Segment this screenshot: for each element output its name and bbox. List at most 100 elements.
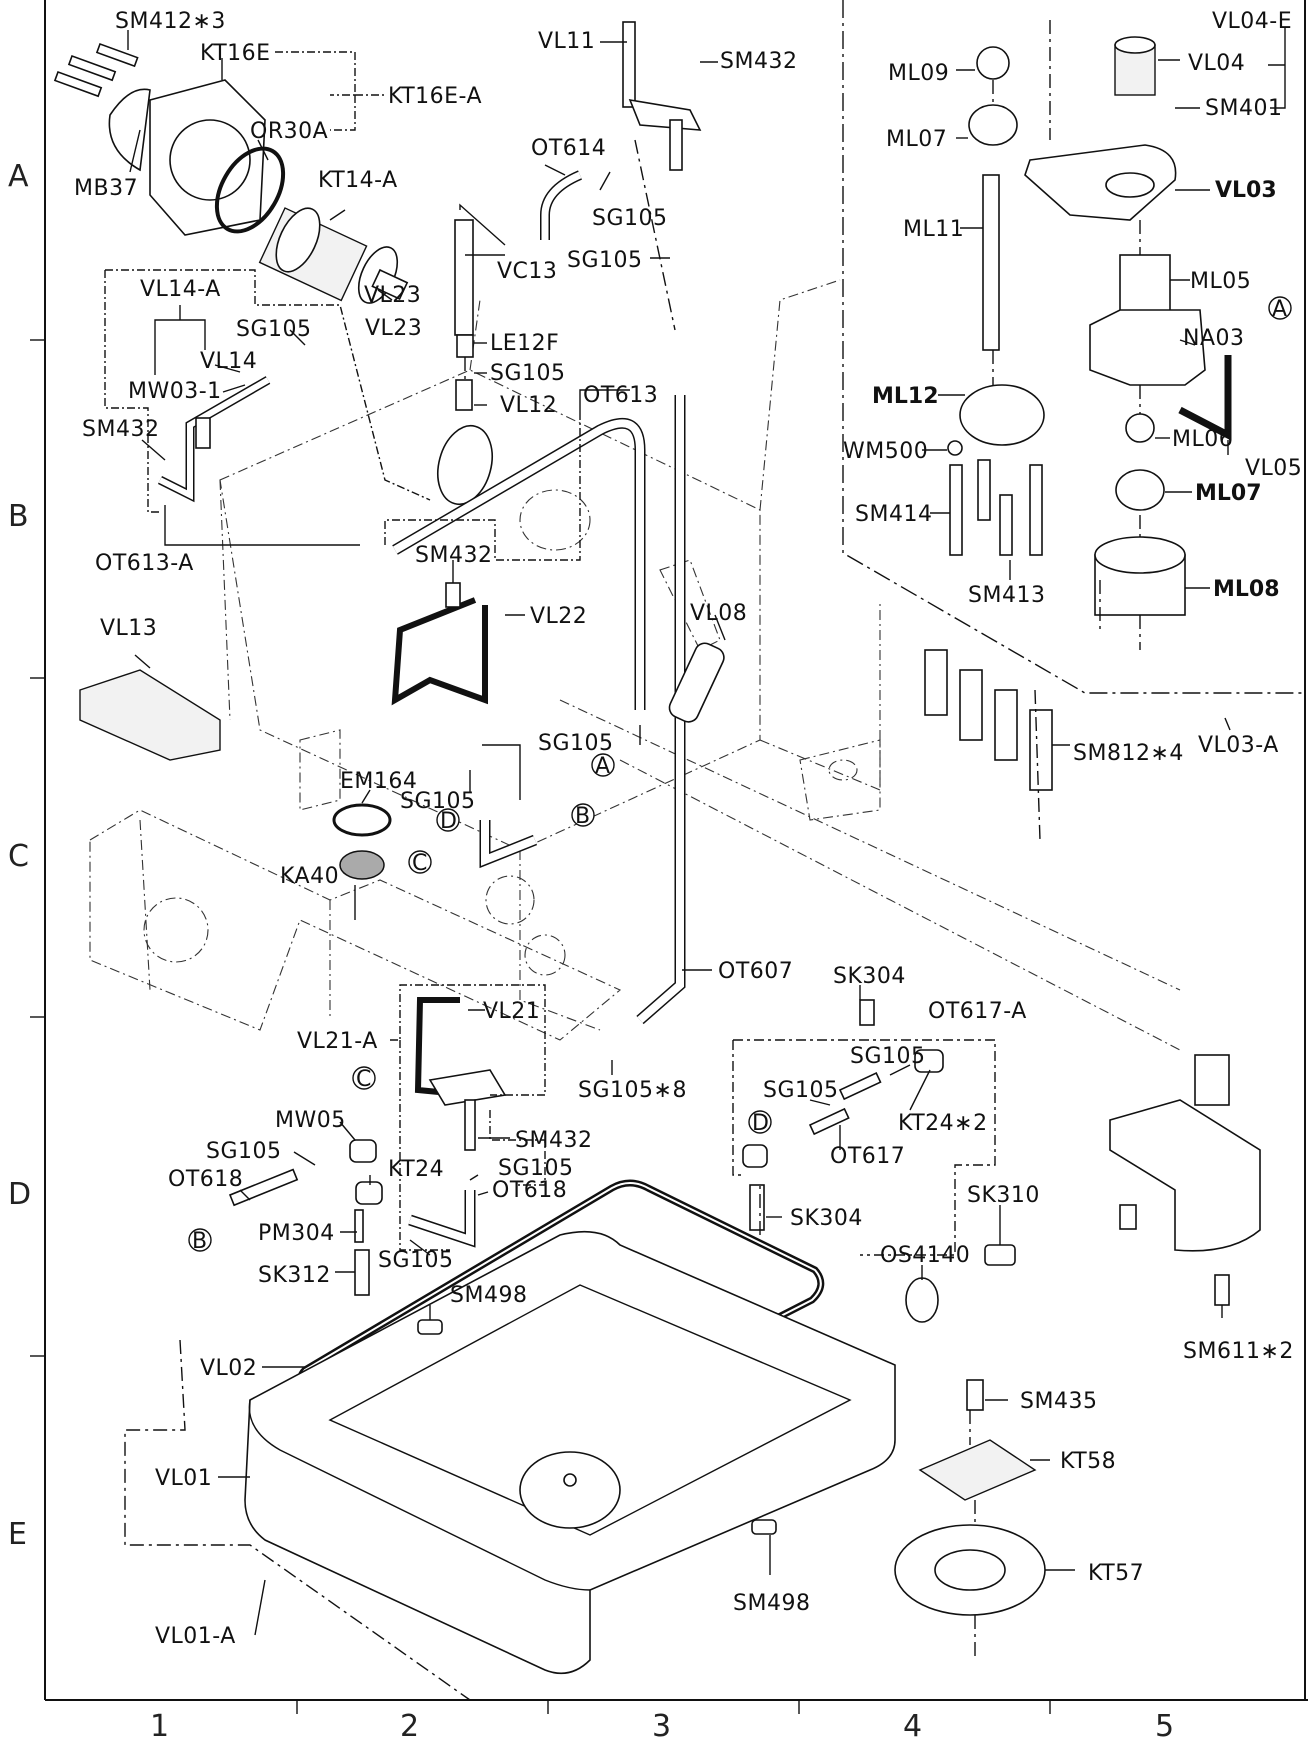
kt57-washer bbox=[894, 1524, 1046, 1616]
label-vl03: VL03 bbox=[1215, 178, 1277, 203]
sm435-screw bbox=[966, 1379, 984, 1411]
sight-window bbox=[437, 424, 493, 506]
sm498-screw-top bbox=[417, 1319, 443, 1335]
vl11-nozzle bbox=[622, 21, 702, 171]
label-ot607: OT607 bbox=[718, 959, 793, 984]
svg-text:A: A bbox=[1272, 297, 1288, 322]
label-kt14-a: KT14-A bbox=[318, 168, 398, 193]
label-os4140: OS4140 bbox=[880, 1243, 970, 1268]
label-ot618-a: OT618 bbox=[168, 1167, 243, 1192]
col-label-2: 2 bbox=[400, 1709, 419, 1739]
label-mw05: MW05 bbox=[275, 1108, 346, 1133]
le12f-part bbox=[456, 334, 474, 358]
sk312-screw bbox=[354, 1249, 370, 1296]
vl22-bracket bbox=[391, 597, 488, 706]
label-mb37: MB37 bbox=[74, 176, 138, 201]
label-sm412x3: SM412∗3 bbox=[115, 9, 226, 34]
ref-markers: A A B B C C D D bbox=[188, 296, 1292, 1254]
kt16e-bore bbox=[169, 119, 251, 201]
kt24-fitting bbox=[355, 1181, 383, 1205]
vl12-fitting bbox=[455, 379, 473, 411]
ref-marker-a-mid: A bbox=[591, 753, 615, 779]
svg-text:C: C bbox=[412, 851, 428, 876]
label-ot613-a: OT613-A bbox=[95, 551, 194, 576]
svg-text:D: D bbox=[752, 1111, 769, 1136]
sm432-screw-mid bbox=[445, 582, 461, 608]
label-vl01-a: VL01-A bbox=[155, 1624, 236, 1649]
label-kt24: KT24 bbox=[388, 1157, 444, 1182]
label-vl03-a: VL03-A bbox=[1198, 733, 1279, 758]
label-vl21: VL21 bbox=[483, 999, 540, 1024]
ml07-coupling-top bbox=[968, 104, 1018, 146]
ref-marker-b-mid: B bbox=[571, 803, 595, 829]
label-ml09: ML09 bbox=[888, 61, 949, 86]
label-sg105-i: SG105 bbox=[378, 1248, 454, 1273]
sm498-screw-bottom bbox=[751, 1519, 777, 1535]
col-label-1: 1 bbox=[150, 1709, 169, 1739]
sm414-bolts bbox=[949, 459, 1043, 556]
label-vl12: VL12 bbox=[500, 393, 557, 418]
label-pm304: PM304 bbox=[258, 1221, 335, 1246]
label-ml11: ML11 bbox=[903, 217, 964, 242]
label-vl04-e: VL04-E bbox=[1212, 9, 1292, 34]
label-vc13: VC13 bbox=[497, 259, 557, 284]
ml05-housing bbox=[1089, 254, 1206, 386]
label-sg105-b: SG105 bbox=[567, 248, 643, 273]
vc13-rod bbox=[454, 219, 474, 336]
sm412-screws bbox=[53, 42, 139, 98]
label-vl23-b: VL23 bbox=[365, 316, 422, 341]
os4140-seal bbox=[905, 1277, 939, 1323]
label-sm414: SM414 bbox=[855, 502, 932, 527]
vl01-oil-pan bbox=[244, 1230, 896, 1675]
label-vl14: VL14 bbox=[200, 349, 257, 374]
mw05-fitting bbox=[349, 1139, 377, 1163]
label-sm812x4: SM812∗4 bbox=[1073, 741, 1184, 766]
vl05-pipe bbox=[1178, 355, 1232, 441]
label-kt16e-a: KT16E-A bbox=[388, 84, 482, 109]
vl21-bracket bbox=[414, 997, 507, 1151]
label-wm500: WM500 bbox=[843, 439, 928, 464]
label-sm401: SM401 bbox=[1205, 96, 1282, 121]
label-mw03-1: MW03-1 bbox=[128, 379, 222, 404]
label-sk312: SK312 bbox=[258, 1263, 331, 1288]
label-ot618-b: OT618 bbox=[492, 1178, 567, 1203]
label-sm432-left: SM432 bbox=[82, 417, 159, 442]
row-label-d: D bbox=[8, 1177, 31, 1212]
label-vl22: VL22 bbox=[530, 604, 587, 629]
label-ot617-a: OT617-A bbox=[928, 999, 1027, 1024]
pm304-pin bbox=[354, 1209, 364, 1243]
svg-text:A: A bbox=[595, 754, 611, 779]
label-ml07-mid: ML07 bbox=[1195, 481, 1262, 506]
ml11-shaft bbox=[982, 174, 1000, 351]
wm500-washer bbox=[947, 440, 963, 456]
label-sk304-top: SK304 bbox=[833, 964, 906, 989]
row-label-c: C bbox=[8, 839, 29, 874]
label-sg105-h: SG105 bbox=[498, 1156, 574, 1181]
label-vl13: VL13 bbox=[100, 616, 157, 641]
label-sk304-low: SK304 bbox=[790, 1206, 863, 1231]
label-ml05: ML05 bbox=[1190, 269, 1251, 294]
or30a-oring bbox=[214, 146, 286, 234]
leader-lines bbox=[104, 20, 1286, 1660]
label-ka40: KA40 bbox=[280, 864, 339, 889]
label-vl21-a: VL21-A bbox=[297, 1029, 378, 1054]
ml12-plate bbox=[959, 384, 1045, 446]
ka40-mesh bbox=[339, 850, 385, 880]
svg-text:B: B bbox=[192, 1229, 208, 1254]
ref-marker-c-low: C bbox=[352, 1066, 376, 1092]
vl14-rod bbox=[157, 376, 271, 503]
label-sm498-a: SM498 bbox=[450, 1283, 527, 1308]
label-sg105-k: SG105 bbox=[763, 1078, 839, 1103]
svg-text:C: C bbox=[356, 1067, 372, 1092]
label-le12f: LE12F bbox=[490, 331, 559, 356]
mb37-plate bbox=[108, 88, 151, 172]
ref-marker-d-mid: D bbox=[436, 808, 460, 834]
vl03-a-subassembly-boundary bbox=[842, 0, 1305, 694]
row-label-b: B bbox=[8, 499, 29, 534]
svg-text:D: D bbox=[440, 809, 457, 834]
col-label-4: 4 bbox=[903, 1709, 922, 1739]
label-kt24x2: KT24∗2 bbox=[898, 1111, 988, 1136]
diagram-frame bbox=[30, 0, 1308, 1714]
svg-text:B: B bbox=[575, 804, 591, 829]
row-label-a: A bbox=[8, 159, 29, 194]
